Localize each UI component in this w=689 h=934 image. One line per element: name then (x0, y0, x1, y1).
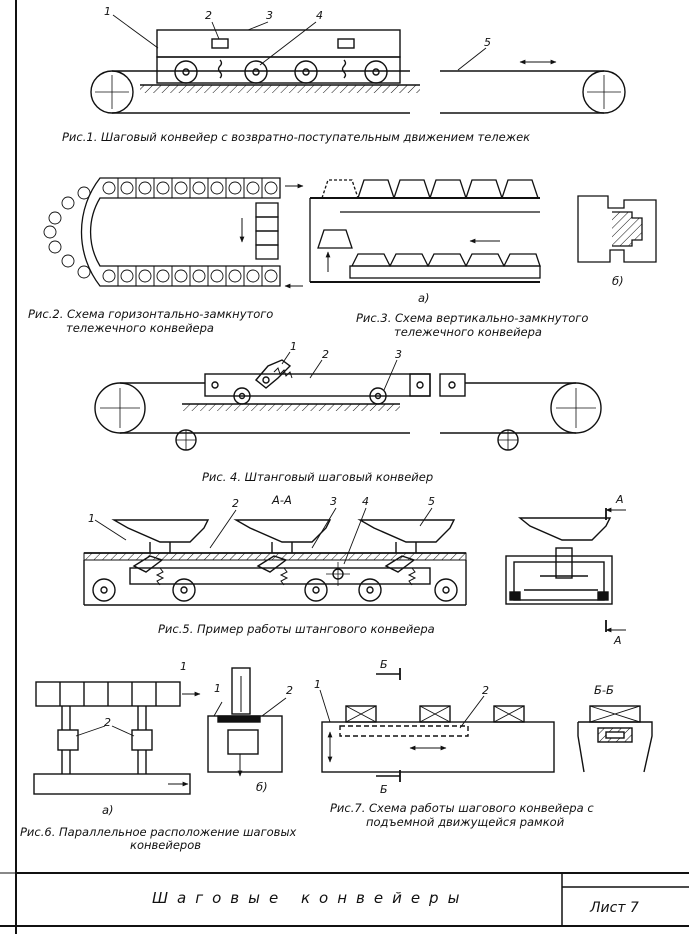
fig5-section-mark-bottom: А (613, 634, 622, 647)
fig5-label-4: 4 (362, 495, 369, 508)
fig1-label-4: 4 (316, 9, 323, 22)
fig6-label-2: 2 (104, 716, 111, 729)
figure-6 (33, 667, 287, 795)
fig6-caption-line2: конвейеров (130, 838, 201, 852)
fig1-label-3: 3 (266, 9, 273, 22)
fig1-label-5: 5 (484, 36, 491, 49)
fig2-caption-line1: Рис.2. Схема горизонтально-замкнутого (28, 307, 273, 321)
fig4-caption: Рис. 4. Штанговый шаговый конвейер (202, 470, 433, 484)
fig3-sub-a: а) (418, 291, 430, 305)
fig6-sub-a: а) (102, 803, 114, 817)
fig5-section-mark-top: А (615, 493, 624, 506)
fig5-caption: Рис.5. Пример работы штангового конвейер… (158, 622, 435, 636)
figure-3 (309, 179, 657, 283)
fig7-section-title: Б-Б (594, 683, 614, 697)
fig6-sub-b: б) (256, 780, 268, 794)
fig1-label-2: 2 (205, 9, 212, 22)
fig7-caption-line1: Рис.7. Схема работы шагового конвейера с (330, 801, 594, 815)
fig4-label-2: 2 (322, 348, 329, 361)
fig7-label-1: 1 (314, 678, 321, 691)
fig1-caption: Рис.1. Шаговый конвейер с возвратно-пост… (62, 130, 530, 144)
fig5-label-1: 1 (88, 512, 95, 525)
fig1-label-1: 1 (104, 5, 111, 18)
fig7-caption-line2: подъемной движущейся рамкой (366, 815, 565, 829)
fig3-caption-line1: Рис.3. Схема вертикально-замкнутого (356, 311, 588, 325)
fig2-caption-line2: тележечного конвейера (66, 321, 214, 335)
fig5-label-2: 2 (232, 497, 239, 510)
fig7-section-mark-bottom: Б (380, 783, 388, 796)
fig6b-label-2: 2 (286, 684, 293, 697)
fig6b-label-1: 1 (214, 682, 221, 695)
fig5-label-5: 5 (428, 495, 435, 508)
sheet-number: Лист 7 (589, 900, 639, 916)
fig6-label-1: 1 (180, 660, 187, 673)
figure-7 (319, 668, 653, 782)
figure-5 (83, 507, 626, 633)
figure-2 (43, 177, 304, 289)
fig5-label-3: 3 (330, 495, 337, 508)
fig4-label-3: 3 (395, 348, 402, 361)
fig7-section-mark-top: Б (380, 658, 388, 671)
fig5-section-title: А-А (271, 493, 292, 507)
figure-4 (94, 351, 602, 451)
sheet-title: Шаговые конвейеры (152, 889, 468, 907)
fig6-caption-line1: Рис.6. Параллельное расположение шаговых (20, 825, 297, 839)
fig3-sub-b: б) (612, 274, 624, 288)
figure-1 (90, 14, 626, 114)
fig3-caption-line2: тележечного конвейера (394, 325, 542, 339)
fig7-label-2: 2 (482, 684, 489, 697)
fig4-label-1: 1 (290, 340, 297, 353)
